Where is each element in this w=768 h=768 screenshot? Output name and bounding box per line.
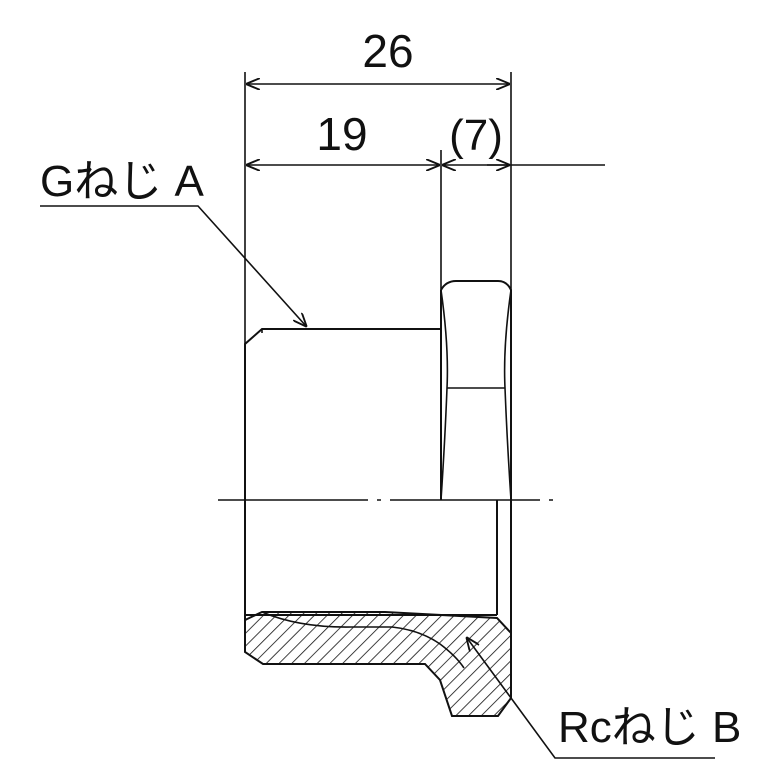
callout-thread-a: Gねじ A xyxy=(40,157,306,326)
body-lower-section xyxy=(244,500,512,717)
extension-lines xyxy=(244,72,605,500)
hex-nut-face-left xyxy=(440,289,449,501)
leader-line-thread-b xyxy=(467,638,715,759)
dimension-lines xyxy=(247,84,509,165)
hex-nut-face-right xyxy=(503,289,512,501)
leader-line-thread-a xyxy=(40,205,306,326)
section-inner-contour xyxy=(261,611,465,669)
hex-nut xyxy=(440,280,512,501)
dimension-label-hex: (7) xyxy=(449,111,503,160)
callout-label-thread-a: Gねじ A xyxy=(40,157,204,206)
hex-nut-top-edge xyxy=(440,280,512,500)
section-hatch xyxy=(244,611,512,717)
callout-label-thread-b: Rcねじ B xyxy=(558,703,741,752)
threaded-body-outline xyxy=(244,328,441,500)
body-upper xyxy=(244,328,441,500)
dimension-label-thread: 19 xyxy=(316,108,367,160)
callout-thread-b: Rcねじ B xyxy=(467,638,741,759)
dimension-label-overall: 26 xyxy=(362,25,413,77)
